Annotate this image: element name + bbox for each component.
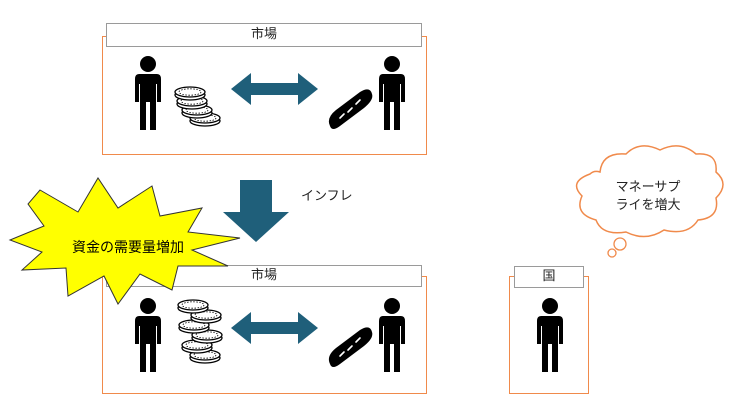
thought-cloud-shape bbox=[575, 145, 724, 258]
thought-text-line2: ライを増大 bbox=[615, 198, 681, 213]
coin-stack-icon bbox=[177, 299, 223, 364]
bread-icon bbox=[328, 88, 374, 130]
buyer-person-icon bbox=[135, 298, 161, 372]
exchange-arrow-icon bbox=[231, 73, 318, 105]
down-arrow-icon bbox=[223, 180, 289, 242]
bread-icon bbox=[328, 326, 374, 368]
market-top-box bbox=[102, 36, 427, 155]
market-top-label: 市場 bbox=[106, 23, 422, 47]
government-person-icon bbox=[537, 298, 563, 372]
burst-label: 資金の需要量増加 bbox=[72, 240, 184, 256]
coin-stack-icon bbox=[174, 86, 221, 127]
thought-text-line1: マネーサプ bbox=[615, 180, 681, 195]
government-label: 国 bbox=[514, 266, 584, 288]
seller-person-icon bbox=[379, 56, 405, 130]
burst-shape bbox=[8, 177, 241, 305]
seller-person-icon bbox=[379, 298, 405, 372]
inflation-label: インフレ bbox=[301, 189, 353, 204]
buyer-person-icon bbox=[135, 56, 161, 130]
exchange-arrow-icon bbox=[231, 312, 318, 344]
